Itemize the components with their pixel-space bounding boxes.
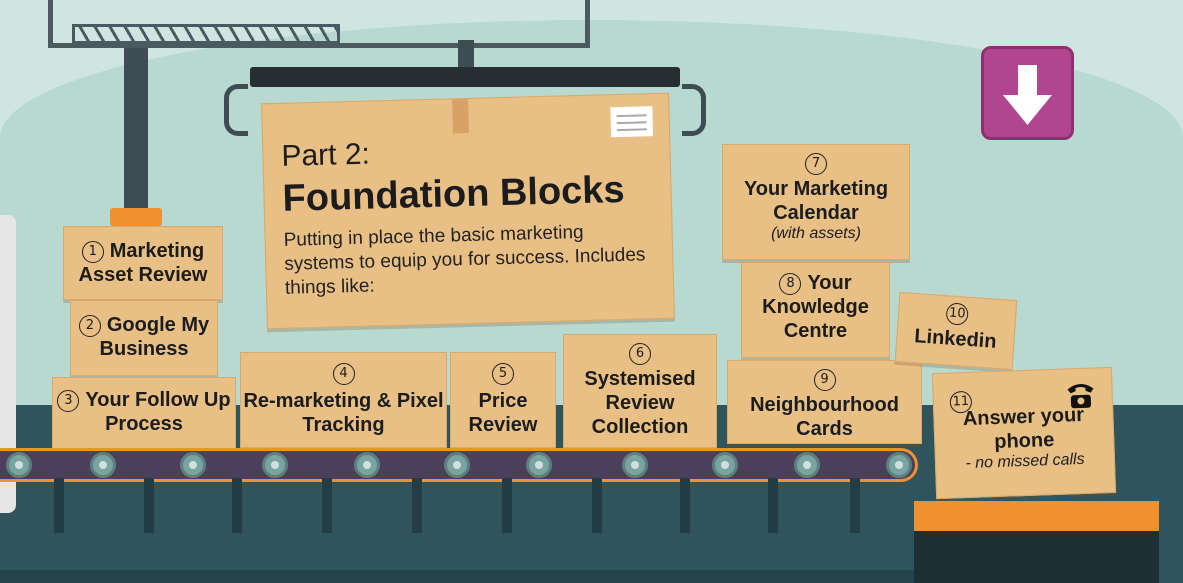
gripper-post: [458, 40, 474, 70]
roller: [712, 452, 738, 478]
gripper-arm-right: [682, 84, 706, 136]
conveyor-leg: [592, 478, 602, 533]
roller: [90, 452, 116, 478]
tape: [452, 98, 469, 134]
part-label: Part 2:: [281, 137, 371, 173]
item-7-num: 7: [805, 153, 827, 175]
item-5-text: Price Review: [468, 390, 538, 436]
item-5-num: 5: [492, 363, 514, 385]
left-panel: [0, 215, 16, 513]
item-6-box: 6 Systemised Review Collection: [563, 334, 717, 448]
conveyor-leg: [502, 478, 512, 533]
item-5-box: 5 Price Review: [450, 352, 556, 448]
conveyor-leg: [412, 478, 422, 533]
item-6-text: Systemised Review Collection: [584, 368, 696, 438]
crane-truss: [72, 24, 340, 44]
platform-top: [914, 501, 1159, 531]
item-10-text: Linkedin: [913, 325, 998, 353]
roller: [180, 452, 206, 478]
floor-strip: [0, 570, 914, 583]
conveyor-leg: [850, 478, 860, 533]
piston: [124, 48, 148, 208]
gripper-arm-left: [224, 84, 248, 136]
roller: [794, 452, 820, 478]
conveyor-leg: [680, 478, 690, 533]
item-4-num: 4: [332, 363, 355, 385]
item-11-box: 11 Answer your phone - no missed calls: [931, 366, 1117, 500]
crane-frame: [48, 0, 590, 48]
piston-head: [110, 208, 162, 226]
item-7-box: 7 Your Marketing Calendar (with assets): [722, 144, 910, 260]
item-9-box: 9 Neighbourhood Cards: [727, 360, 922, 444]
paper-note-icon: [610, 106, 654, 138]
part-title: Foundation Blocks: [282, 168, 626, 220]
roller: [6, 452, 32, 478]
gripper-bar: [250, 67, 680, 87]
roller: [262, 452, 288, 478]
item-4-text: Re-marketing & Pixel Tracking: [243, 390, 444, 436]
foundation-sign: Part 2: Foundation Blocks Putting in pla…: [261, 92, 675, 330]
item-4-box: 4 Re-marketing & Pixel Tracking: [240, 352, 447, 448]
conveyor-leg: [54, 478, 64, 533]
download-button[interactable]: [981, 46, 1074, 140]
conveyor-leg: [144, 478, 154, 533]
down-arrow-icon: [1003, 65, 1052, 125]
item-10-box: 10 Linkedin: [894, 291, 1018, 371]
item-9-text: Neighbourhood Cards: [750, 394, 899, 440]
item-7-text: Your Marketing Calendar: [743, 178, 889, 224]
roller: [526, 452, 552, 478]
item-6-num: 6: [629, 343, 651, 365]
item-7-sub: (with assets): [771, 225, 861, 242]
roller: [886, 452, 912, 478]
telephone-icon: [1067, 384, 1094, 409]
roller: [444, 452, 470, 478]
item-10-num: 10: [945, 302, 969, 326]
conveyor-leg: [768, 478, 778, 533]
item-9-num: 9: [813, 369, 836, 391]
roller: [622, 452, 648, 478]
conveyor-leg: [322, 478, 332, 533]
platform-body: [914, 531, 1159, 583]
part-description: Putting in place the basic marketing sys…: [283, 221, 646, 299]
roller: [354, 452, 380, 478]
conveyor-leg: [232, 478, 242, 533]
